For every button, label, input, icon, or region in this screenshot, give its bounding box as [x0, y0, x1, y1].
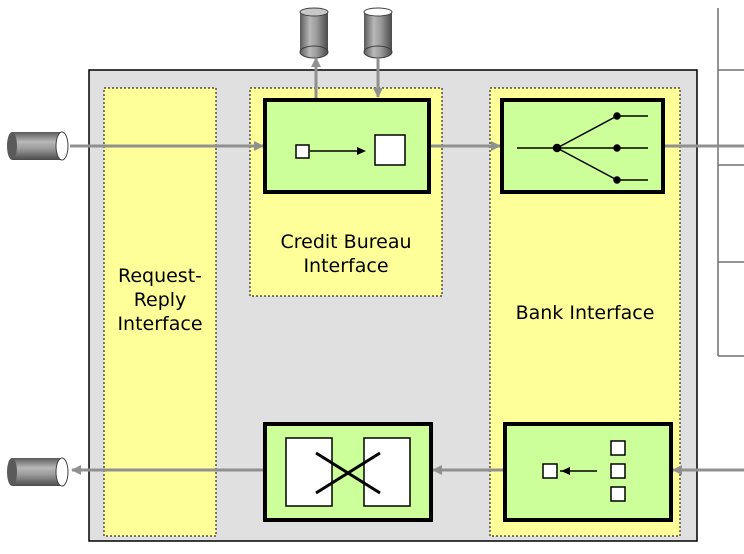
translator-icon — [295, 134, 406, 166]
bank-interface-label: Bank Interface — [515, 302, 655, 324]
translator-component — [263, 98, 431, 194]
normalizer-icon — [285, 437, 411, 507]
credit-bureau-request-channel-icon — [299, 7, 329, 59]
input-channel-icon — [7, 131, 69, 161]
output-channel-icon — [7, 457, 69, 487]
aggregator-icon — [542, 440, 626, 502]
recipient-list-icon — [517, 112, 648, 184]
request-reply-interface-label: Request- Reply Interface — [117, 265, 203, 335]
credit-bureau-interface-label: Credit Bureau Interface — [280, 231, 412, 277]
external-bank-connectors — [717, 8, 744, 357]
aggregator-component — [503, 422, 673, 522]
flow-arrows — [70, 57, 744, 475]
credit-bureau-reply-channel-icon — [363, 7, 393, 59]
request-reply-zone — [103, 87, 217, 537]
